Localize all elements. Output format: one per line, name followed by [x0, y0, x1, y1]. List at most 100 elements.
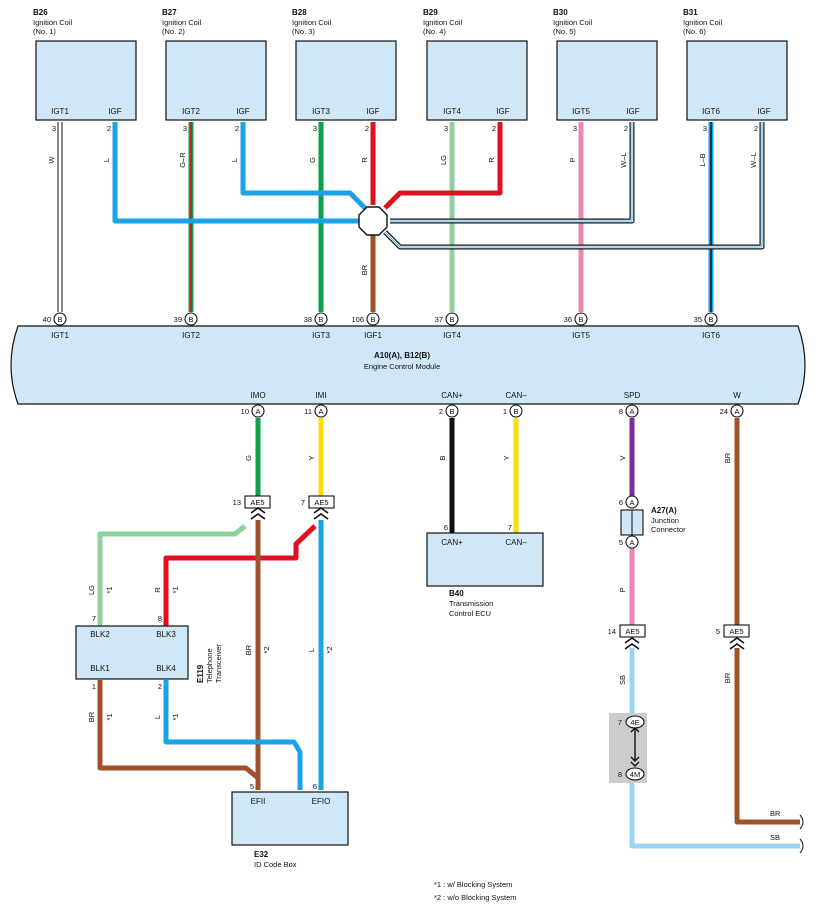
- svg-text:5: 5: [250, 782, 254, 791]
- svg-text:Transceiver: Transceiver: [214, 644, 223, 683]
- svg-text:Y: Y: [502, 455, 511, 460]
- svg-text:2: 2: [624, 124, 628, 133]
- svg-text:*2: *2: [262, 646, 271, 653]
- svg-text:B40: B40: [449, 589, 464, 598]
- svg-text:BLK3: BLK3: [156, 630, 176, 639]
- svg-text:IGF: IGF: [496, 107, 509, 116]
- svg-text:W: W: [733, 391, 741, 400]
- ecm-pin-igt6: B 35 IGT6: [694, 312, 720, 340]
- svg-text:E32: E32: [254, 850, 269, 859]
- svg-text:IGT6: IGT6: [702, 107, 720, 116]
- svg-text:L: L: [102, 158, 111, 162]
- svg-text:AE5: AE5: [314, 498, 328, 507]
- svg-text:B: B: [578, 315, 583, 324]
- svg-text:Telephone: Telephone: [205, 648, 214, 683]
- svg-text:CAN–: CAN–: [505, 391, 527, 400]
- svg-text:L: L: [153, 715, 162, 719]
- svg-text:B: B: [57, 315, 62, 324]
- svg-text:IGT4: IGT4: [443, 107, 461, 116]
- svg-text:Ignition Coil: Ignition Coil: [292, 18, 332, 27]
- svg-text:2: 2: [235, 124, 239, 133]
- wire-r-blk3: [163, 524, 317, 626]
- svg-text:3: 3: [703, 124, 707, 133]
- svg-text:*2 : w/o Blocking System: *2 : w/o Blocking System: [434, 893, 517, 902]
- ae5-connectors: AE5 13 AE5 7 AE5 14 AE5 5: [233, 495, 750, 650]
- svg-text:Junction: Junction: [651, 516, 679, 525]
- ecm-pin-igf1: B 106 IGF1: [351, 312, 382, 340]
- engine-control-module: A10(A), B12(B) Engine Control Module B 4…: [10, 312, 806, 418]
- svg-text:Ignition Coil: Ignition Coil: [683, 18, 723, 27]
- svg-text:8: 8: [619, 407, 623, 416]
- ecm-pin-igt3: B 38 IGT3: [304, 312, 330, 340]
- svg-text:A: A: [629, 498, 634, 507]
- wire-igf-b30: [390, 122, 635, 224]
- svg-text:3: 3: [573, 124, 577, 133]
- wires: [57, 122, 800, 849]
- svg-text:*1: *1: [171, 586, 180, 593]
- coil-b29: B29 Ignition Coil (No. 4) IGT4 IGF 3 2 L…: [423, 8, 528, 165]
- svg-text:(No. 4): (No. 4): [423, 27, 446, 36]
- svg-text:BR: BR: [723, 672, 732, 683]
- svg-text:(No. 3): (No. 3): [292, 27, 315, 36]
- svg-text:P: P: [618, 587, 627, 592]
- junction-connector-a27: A 6 A 5 A27(A) Junction Connector P SB: [618, 495, 686, 685]
- svg-text:8: 8: [158, 614, 162, 623]
- ecm-pin-w: W A 24: [720, 391, 744, 418]
- svg-text:BLK1: BLK1: [90, 664, 110, 673]
- svg-text:B: B: [449, 407, 454, 416]
- svg-text:EFII: EFII: [251, 797, 266, 806]
- svg-text:G: G: [244, 455, 253, 461]
- svg-text:IGT1: IGT1: [51, 331, 69, 340]
- svg-text:A: A: [255, 407, 260, 416]
- svg-text:4E: 4E: [630, 718, 639, 727]
- svg-text:Ignition Coil: Ignition Coil: [553, 18, 593, 27]
- svg-text:R: R: [487, 157, 496, 163]
- svg-text:2: 2: [158, 682, 162, 691]
- svg-text:5: 5: [619, 538, 623, 547]
- coil-b31: B31 Ignition Coil (No. 6) IGT6 IGF 3 2 L…: [683, 8, 788, 168]
- wire-sb-out: [629, 782, 800, 849]
- svg-text:3: 3: [444, 124, 448, 133]
- svg-text:SB: SB: [770, 833, 780, 842]
- svg-text:L: L: [307, 648, 316, 652]
- svg-text:IGF: IGF: [366, 107, 379, 116]
- svg-text:ID Code Box: ID Code Box: [254, 860, 297, 869]
- svg-text:IGT6: IGT6: [702, 331, 720, 340]
- svg-text:B28: B28: [292, 8, 307, 17]
- svg-text:37: 37: [435, 315, 443, 324]
- footnotes: *1 : w/ Blocking System *2 : w/o Blockin…: [434, 880, 517, 902]
- svg-text:LG: LG: [87, 585, 96, 595]
- svg-text:EFIO: EFIO: [312, 797, 331, 806]
- svg-text:7: 7: [508, 523, 512, 532]
- svg-text:4M: 4M: [630, 770, 640, 779]
- wire-lg-blk2: [97, 524, 247, 626]
- svg-text:A: A: [734, 407, 739, 416]
- ecm-pin-canp: CAN+ B 2: [439, 391, 463, 418]
- telephone-transceiver: 7 8 BLK2 BLK3 BLK1 BLK4 1 2 E119 Telepho…: [75, 585, 223, 722]
- svg-text:BLK4: BLK4: [156, 664, 176, 673]
- svg-text:CAN+: CAN+: [441, 538, 463, 547]
- svg-text:W: W: [47, 156, 56, 164]
- svg-text:3: 3: [52, 124, 56, 133]
- svg-text:10: 10: [241, 407, 249, 416]
- svg-text:*2: *2: [325, 646, 334, 653]
- svg-text:IGF: IGF: [757, 107, 770, 116]
- svg-text:IGT4: IGT4: [443, 331, 461, 340]
- svg-text:IGF1: IGF1: [364, 331, 382, 340]
- svg-text:IGF: IGF: [626, 107, 639, 116]
- svg-text:A: A: [629, 407, 634, 416]
- svg-text:Control ECU: Control ECU: [449, 609, 491, 618]
- svg-text:36: 36: [564, 315, 572, 324]
- svg-text:A10(A), B12(B): A10(A), B12(B): [374, 351, 430, 360]
- svg-text:(No. 1): (No. 1): [33, 27, 56, 36]
- svg-text:2: 2: [365, 124, 369, 133]
- svg-text:LG: LG: [439, 155, 448, 165]
- coil-b26: B26 Ignition Coil (No. 1) IGT1 IGF 3 2 W…: [33, 8, 137, 164]
- svg-text:2: 2: [107, 124, 111, 133]
- svg-text:*1: *1: [105, 713, 114, 720]
- svg-text:2: 2: [439, 407, 443, 416]
- svg-text:8: 8: [618, 770, 622, 779]
- svg-text:1: 1: [503, 407, 507, 416]
- ecm-pin-igt5: B 36 IGT5: [564, 312, 590, 340]
